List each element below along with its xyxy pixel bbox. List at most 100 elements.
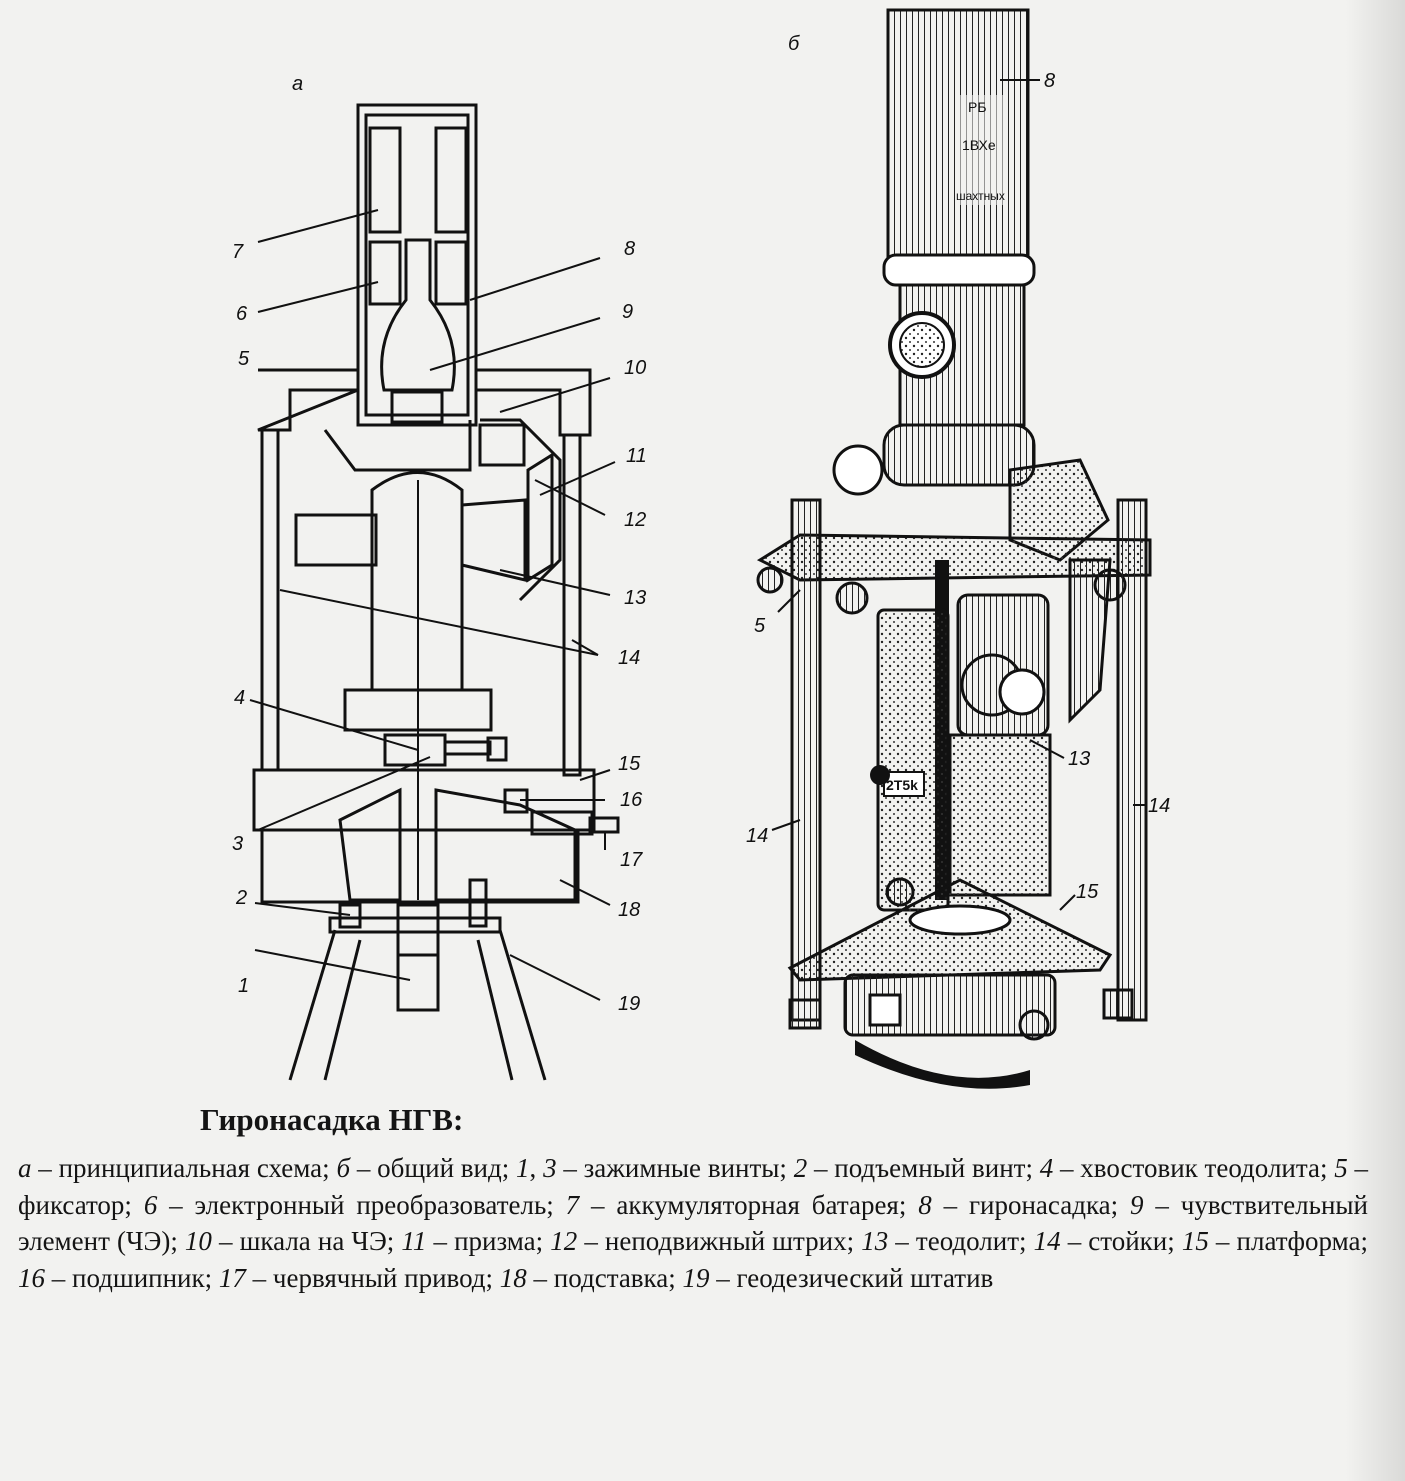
callout-a-17: 17 [620,849,643,871]
clamp-screw-3 [443,740,492,756]
caption-separator: – [1143,1189,1181,1220]
figure-gyro-attachment: а [232,8,1170,1089]
caption-key: 18 [499,1262,527,1293]
side-dial [832,444,884,496]
callout-a-11: 11 [626,445,647,467]
tube-text-3: шахтных [956,189,1005,203]
callout-a-6: 6 [236,303,248,325]
callout-a-13: 13 [624,587,646,609]
post-foot-right [1102,988,1134,1020]
callout-b-14-left: 14 [746,825,768,847]
post-left [260,428,280,772]
page-edge-shadow [1345,0,1405,1481]
theodolite-body [370,471,464,692]
caption-description: чувствительный элемент (ЧЭ); [18,1189,1369,1257]
tribrach-foot [855,1040,1030,1089]
callouts-a: 1 2 3 4 5 6 7 8 9 10 11 12 13 14 15 16 1… [232,238,647,1015]
tube-collar [882,423,1036,487]
dial-face [899,322,945,368]
caption-key: 17 [218,1262,246,1293]
caption-key: 13 [861,1226,889,1256]
battery-left [368,126,402,234]
caption-key: 9 [1130,1189,1144,1220]
caption-body: а – принципиальная схема; б – общий вид;… [18,1150,1368,1296]
gyro-housing-inner [364,113,470,417]
caption-separator: – [526,1262,554,1293]
base-left [338,787,402,902]
caption-key: б [336,1153,351,1183]
caption-key: 5 [1334,1153,1348,1183]
caption-separator: – [577,1226,605,1256]
caption-description: геодезический штатив [736,1262,994,1293]
panel-a-label: а [292,73,303,95]
caption-key: а [18,1153,32,1183]
callout-b-13: 13 [1068,748,1090,770]
caption-description: шкала на ЧЭ; [239,1226,402,1256]
caption-key: 6 [143,1189,158,1220]
callout-b-15: 15 [1076,881,1099,903]
bracket-right [1068,558,1112,724]
sensitive-element [380,238,456,392]
worm-drive [530,810,594,836]
post-right [1116,498,1148,1022]
panel-b-photo: б РБ 1ВХе шахтных 2T5k [746,8,1170,1089]
fixator-knob-left [756,566,784,594]
caption-description: зажимные винты; [583,1153,794,1183]
central-screw [396,903,440,957]
caption-description: подшипник; [72,1262,219,1293]
caption-separator: – [426,1226,455,1256]
base-outline [260,828,580,904]
caption-description: платформа; [1236,1226,1369,1256]
caption-key: 19 [682,1262,710,1293]
leveling-screw-b [1018,1009,1050,1041]
callout-a-7: 7 [232,241,244,263]
caption-description: аккумуляторная батарея; [616,1189,919,1220]
caption-separator: – [1347,1153,1369,1183]
tube-label-area [955,95,1005,205]
tube-text-2: 1ВХе [962,137,996,153]
tribrach-window [868,993,902,1027]
caption-separator: – [211,1226,240,1256]
panel-b-label: б [788,33,800,55]
caption-separator: – [245,1262,273,1293]
callout-a-14: 14 [618,647,640,669]
leader-lines [249,209,616,1001]
post-right [562,433,582,777]
callout-a-4: 4 [234,687,245,709]
theodolite-telescope [461,498,527,582]
clamp-screw-1 [396,953,440,1012]
fixed-mark [478,423,526,467]
callout-a-19: 19 [618,993,640,1015]
caption-separator: – [1053,1153,1081,1183]
panel-a-schematic: а [232,73,647,1081]
callout-a-5: 5 [238,348,250,370]
model-text: 2T5k [886,777,918,793]
caption-separator: – [1208,1226,1237,1256]
leveling-screw-left [338,903,362,929]
caption-description: фиксатор; [18,1189,144,1220]
caption-description: призма; [454,1226,551,1256]
tripod-head [328,916,502,934]
caption-separator: – [45,1262,72,1293]
leader-lines-b [771,79,1146,911]
caption-key: 1 [516,1153,530,1183]
caption-separator: – [807,1153,835,1183]
caption-key: 2 [793,1153,808,1183]
caption-description: подъемный винт; [834,1153,1040,1183]
caption-description: червячный привод; [272,1262,500,1293]
converter-right [434,240,468,306]
callout-a-15: 15 [618,753,641,775]
caption-description: принципиальная схема; [58,1153,337,1183]
post-foot-left [788,998,822,1030]
theodolite-eyepiece [294,513,378,567]
gyro-housing [356,103,478,427]
post-left [790,498,822,1022]
caption-title: Гиронасадка НГВ: [200,1102,464,1137]
caption-key: 4 [1039,1153,1054,1183]
prism-bracket [323,418,562,602]
clamp-knob-b [885,877,915,907]
leveling-screw-right [468,878,488,928]
callout-a-10: 10 [624,357,646,379]
caption-key: 15 [1181,1226,1209,1256]
